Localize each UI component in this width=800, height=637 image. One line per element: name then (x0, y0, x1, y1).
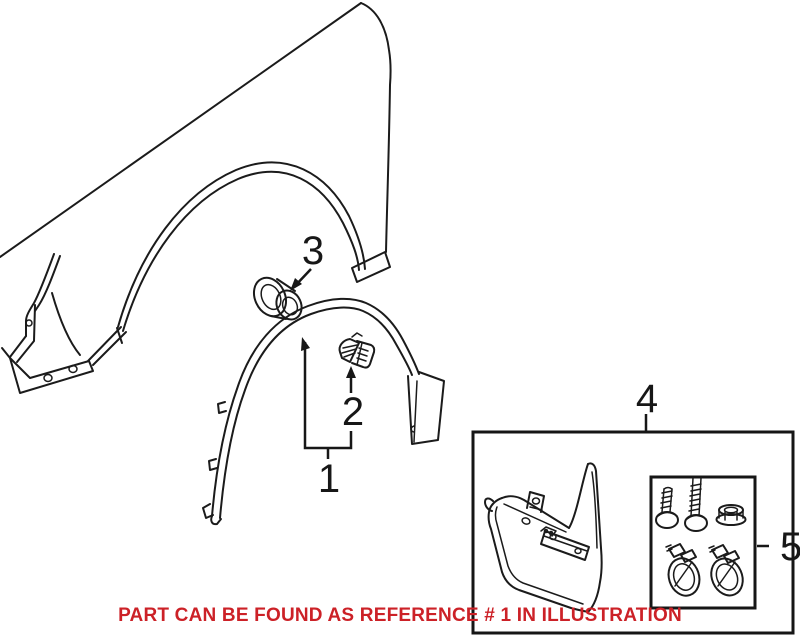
hose-clamp-left-icon (665, 543, 701, 597)
callout-5: 5 (757, 525, 800, 569)
callout-1-number: 1 (318, 457, 340, 501)
callout-2-number: 2 (342, 390, 364, 434)
callout-2: 2 (342, 366, 364, 434)
callout-3: 3 (290, 229, 324, 291)
flange-nut-icon (715, 504, 747, 526)
callout-4: 4 (636, 377, 658, 431)
trim-clip-illustration (338, 332, 376, 369)
mud-flap-kit-box (471, 430, 795, 635)
screw-long-icon (684, 477, 708, 532)
callout-3-number: 3 (302, 229, 324, 273)
mud-flap-illustration (484, 462, 603, 613)
callout-4-number: 4 (636, 377, 658, 421)
reference-note: PART CAN BE FOUND AS REFERENCE # 1 IN IL… (118, 605, 682, 626)
wheel-arch-molding-illustration (202, 297, 445, 526)
callout-1: 1 (301, 337, 353, 501)
fender-illustration (0, 2, 392, 394)
screw-short-icon (655, 486, 679, 529)
hose-clamp-right-icon (708, 544, 744, 597)
callout-5-number: 5 (780, 525, 800, 569)
hardware-kit-illustration (655, 477, 747, 597)
hardware-kit-box (649, 475, 757, 610)
